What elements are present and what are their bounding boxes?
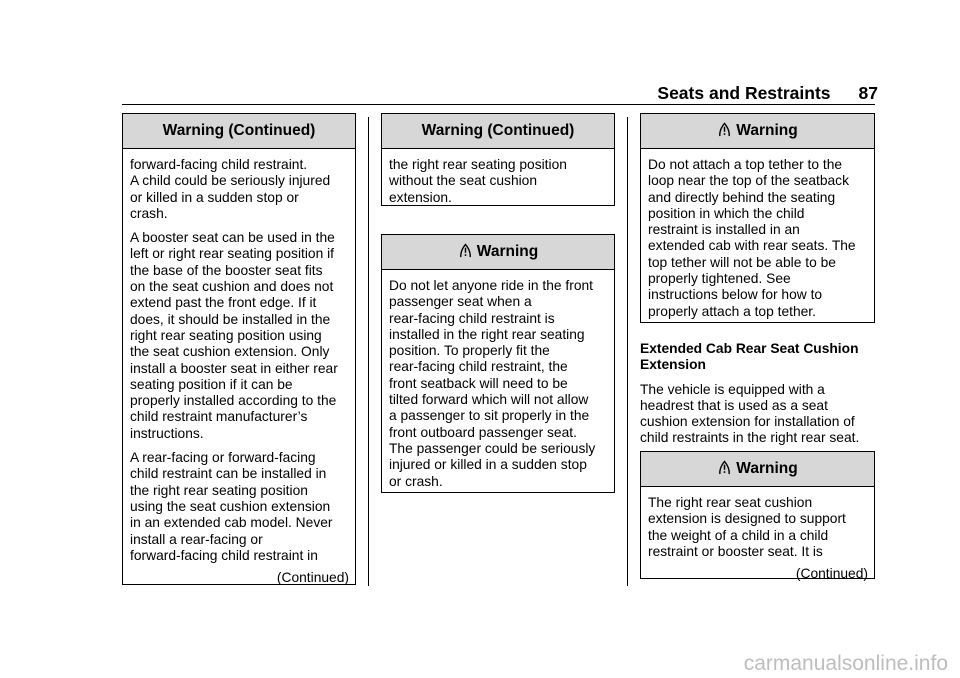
warning-icon: [459, 242, 471, 257]
page-header: Seats and Restraints 87: [657, 82, 878, 104]
warning-heading-row: Warning: [641, 114, 874, 149]
watermark: carmanualsonline.info: [743, 652, 948, 675]
warning-icon: [719, 459, 731, 474]
continued-label: (Continued): [276, 570, 349, 586]
warning-paragraph: Do not attach a top tether to the loop n…: [648, 157, 856, 319]
header-rule: [122, 104, 875, 105]
warning-paragraph: forward-facing child restraint. A child …: [130, 157, 331, 221]
warning-heading-row: Warning: [641, 452, 874, 487]
cushion-extension-section: Extended Cab Rear Seat Cushion Extension…: [640, 341, 875, 447]
column-divider-2: [627, 117, 628, 586]
warning-body: the right rear seating position without …: [382, 149, 614, 216]
warning-box-continued-col2: Warning (Continued) the right rear seati…: [381, 113, 615, 206]
warning-paragraph: the right rear seating position without …: [389, 157, 567, 205]
warning-box-front-passenger: Warning Do not let anyone ride in the fr…: [381, 234, 615, 493]
warning-heading: Warning (Continued): [382, 114, 614, 149]
warning-box-continued-col1: Warning (Continued) forward-facing child…: [122, 113, 356, 585]
warning-heading: Warning: [736, 122, 798, 139]
warning-paragraph: A rear-facing or forward-facing child re…: [130, 450, 333, 563]
column-divider-1: [368, 117, 369, 586]
warning-body: forward-facing child restraint. A child …: [123, 149, 355, 590]
section-paragraph: The vehicle is equipped with a headrest …: [640, 381, 860, 446]
continued-label: (Continued): [795, 566, 868, 582]
warning-body: Do not attach a top tether to the loop n…: [641, 149, 874, 330]
warning-heading: Warning: [476, 243, 539, 260]
page-number: 87: [858, 83, 878, 103]
warning-icon: [719, 121, 731, 136]
warning-paragraph: The right rear seat cushion extension is…: [648, 495, 846, 559]
warning-heading: Warning (Continued): [123, 114, 355, 149]
warning-paragraph: A booster seat can be used in the left o…: [130, 230, 338, 441]
section-title: Seats and Restraints: [657, 83, 831, 103]
warning-body: Do not let anyone ride in the front pass…: [382, 270, 614, 500]
warning-heading-row: Warning: [382, 235, 614, 270]
section-subheading: Extended Cab Rear Seat Cushion Extension: [640, 341, 859, 373]
warning-box-top-tether: Warning Do not attach a top tether to th…: [640, 113, 875, 323]
warning-paragraph: Do not let anyone ride in the front pass…: [389, 278, 596, 489]
warning-body: The right rear seat cushion extension is…: [641, 487, 874, 586]
warning-box-cushion-extension: Warning The right rear seat cushion exte…: [640, 451, 875, 581]
warning-heading: Warning: [736, 460, 798, 477]
